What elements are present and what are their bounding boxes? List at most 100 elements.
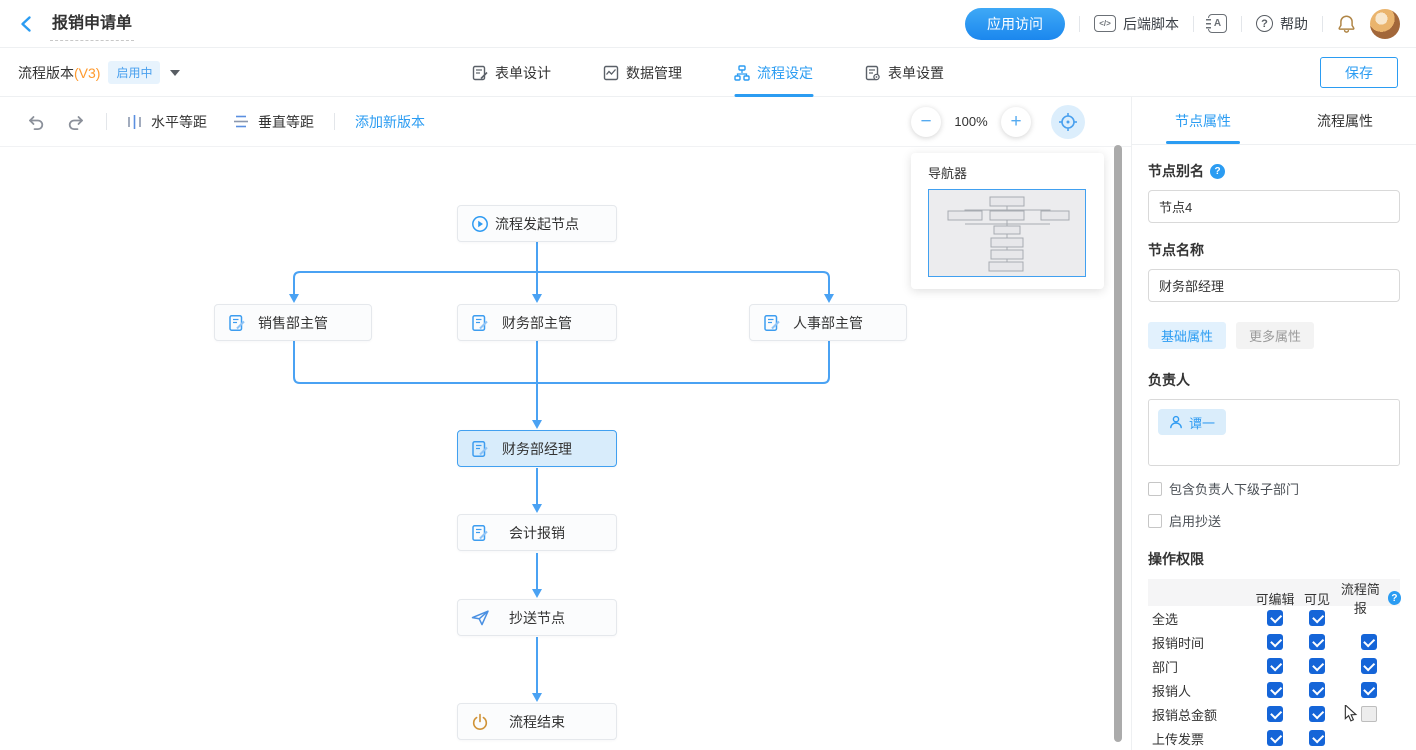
checkbox-checked[interactable]	[1360, 658, 1377, 674]
flow-node-end[interactable]: 流程结束	[457, 703, 617, 740]
doc-edit-icon	[471, 314, 489, 332]
perm-row: 全选	[1148, 606, 1400, 630]
zoom-out-button[interactable]: −	[911, 106, 941, 137]
checkbox-checked[interactable]	[1267, 730, 1283, 746]
back-button[interactable]	[18, 15, 36, 33]
perm-cell-visible	[1298, 726, 1336, 750]
zoom-in-button[interactable]: +	[1001, 106, 1031, 137]
contacts-icon: A	[1206, 14, 1227, 33]
node-name-label: 节点名称	[1148, 242, 1204, 258]
redo-button[interactable]	[67, 114, 86, 130]
checkbox-checked[interactable]	[1309, 706, 1325, 722]
flow-node-start[interactable]: 流程发起节点	[457, 205, 617, 242]
paper-plane-icon	[471, 609, 490, 627]
checkbox-checked[interactable]	[1309, 658, 1325, 674]
fit-view-button[interactable]	[1051, 104, 1085, 139]
help-tooltip-icon[interactable]: ?	[1387, 591, 1401, 605]
navigator-panel: 导航器	[911, 153, 1104, 289]
checkbox-checked[interactable]	[1267, 682, 1283, 698]
tab-flow-properties[interactable]: 流程属性	[1317, 112, 1373, 129]
node-alias-input[interactable]	[1148, 190, 1400, 223]
tab-form-design[interactable]: 表单设计	[472, 48, 551, 97]
flow-node-hr-supervisor[interactable]: 人事部主管	[749, 304, 907, 341]
flow-node-cc[interactable]: 抄送节点	[457, 599, 617, 636]
zoom-level: 100%	[954, 114, 988, 129]
redo-icon	[68, 115, 83, 130]
contacts-button[interactable]: A	[1206, 14, 1227, 33]
perm-row: 部门	[1148, 654, 1400, 678]
checkbox-checked[interactable]	[1309, 634, 1325, 650]
status-badge: 启用中	[108, 61, 161, 84]
checkbox-checked[interactable]	[1309, 610, 1325, 626]
checkbox-unchecked[interactable]	[1148, 513, 1162, 528]
bell-icon	[1338, 14, 1355, 33]
perm-cell-visible	[1298, 606, 1336, 630]
notification-button[interactable]	[1337, 14, 1356, 34]
designer-tabs: 表单设计 数据管理 流程设定	[472, 48, 944, 97]
flow-canvas[interactable]: 水平等距 垂直等距 添加新版本 − 100% +	[0, 97, 1131, 750]
minimap-graphic	[947, 196, 1070, 272]
flow-node-sales-manager[interactable]: 销售部主管	[214, 304, 372, 341]
checkbox-checked[interactable]	[1309, 682, 1325, 698]
checkbox-checked[interactable]	[1267, 610, 1283, 626]
node-name-input[interactable]	[1148, 269, 1400, 302]
perm-cell-visible	[1298, 630, 1336, 654]
perm-cell-editable	[1252, 702, 1298, 726]
version-bar: 流程版本(V3) 启用中 表单设计 数据管理	[0, 48, 1416, 97]
more-attrs-button[interactable]: 更多属性	[1236, 322, 1315, 349]
tab-form-settings[interactable]: 表单设置	[865, 48, 944, 97]
owner-chip[interactable]: 谭一	[1158, 409, 1227, 435]
properties-panel: 节点属性 流程属性 节点别名 ? 节点名称 基础属性 更多属性 负	[1131, 97, 1416, 750]
perm-cell-brief	[1336, 702, 1401, 726]
flow-node-label: 流程结束	[509, 713, 565, 730]
backend-script-button[interactable]: </> 后端脚本	[1094, 14, 1179, 34]
flow-node-finance-manager[interactable]: 财务部经理	[457, 430, 617, 467]
flow-node-label: 流程发起节点	[495, 215, 579, 232]
horizontal-spacing-button[interactable]: 水平等距	[127, 112, 207, 132]
tab-flow-setting[interactable]: 流程设定	[734, 48, 813, 97]
checkbox-unchecked[interactable]	[1148, 481, 1162, 496]
canvas-toolbar: 水平等距 垂直等距 添加新版本 − 100% +	[0, 97, 1131, 147]
checkbox-checked[interactable]	[1360, 682, 1377, 698]
help-tooltip-icon[interactable]: ?	[1210, 163, 1225, 179]
divider	[1241, 15, 1242, 32]
perm-cell-editable	[1252, 726, 1298, 750]
checkbox-checked[interactable]	[1267, 634, 1283, 650]
tab-node-properties[interactable]: 节点属性	[1132, 97, 1274, 144]
flow-node-accounting[interactable]: 会计报销	[457, 514, 617, 551]
checkbox-unchecked[interactable]	[1360, 706, 1377, 722]
checkbox-checked[interactable]	[1360, 634, 1377, 650]
perm-row-label: 上传发票	[1152, 731, 1205, 747]
perm-cell-brief	[1336, 654, 1401, 678]
navigator-minimap[interactable]	[928, 189, 1086, 277]
col-visible: 可见	[1303, 591, 1330, 607]
vertical-scrollbar[interactable]	[1114, 145, 1122, 742]
checkbox-checked[interactable]	[1267, 658, 1283, 674]
user-avatar[interactable]	[1370, 8, 1400, 39]
checkbox-checked[interactable]	[1267, 706, 1283, 722]
help-button[interactable]: ? 帮助	[1256, 14, 1308, 34]
node-alias-label: 节点别名 ?	[1148, 161, 1400, 181]
perm-row: 报销时间	[1148, 630, 1400, 654]
flow-node-finance-supervisor[interactable]: 财务部主管	[457, 304, 617, 341]
perm-cell-visible	[1298, 678, 1336, 702]
basic-attrs-button[interactable]: 基础属性	[1148, 322, 1227, 349]
owner-picker[interactable]: 谭一	[1148, 399, 1400, 466]
flow-setting-icon	[734, 64, 750, 81]
perm-row: 报销人	[1148, 678, 1400, 702]
divider	[106, 113, 107, 130]
flow-node-label: 财务部主管	[502, 314, 572, 331]
chevron-down-icon[interactable]	[170, 69, 181, 76]
add-new-version-link[interactable]: 添加新版本	[355, 113, 425, 130]
save-button[interactable]: 保存	[1320, 57, 1398, 88]
tab-data-manage[interactable]: 数据管理	[603, 48, 682, 97]
undo-button[interactable]	[26, 114, 45, 130]
divider	[334, 113, 335, 130]
perm-row-label: 报销时间	[1152, 635, 1205, 651]
checkbox-checked[interactable]	[1309, 730, 1325, 746]
vertical-spacing-button[interactable]: 垂直等距	[233, 112, 314, 132]
app-access-button[interactable]: 应用访问	[965, 7, 1065, 40]
version-label: 流程版本(V3)	[18, 64, 101, 81]
owner-label: 负责人	[1148, 372, 1190, 388]
flow-node-label: 人事部主管	[793, 314, 863, 331]
